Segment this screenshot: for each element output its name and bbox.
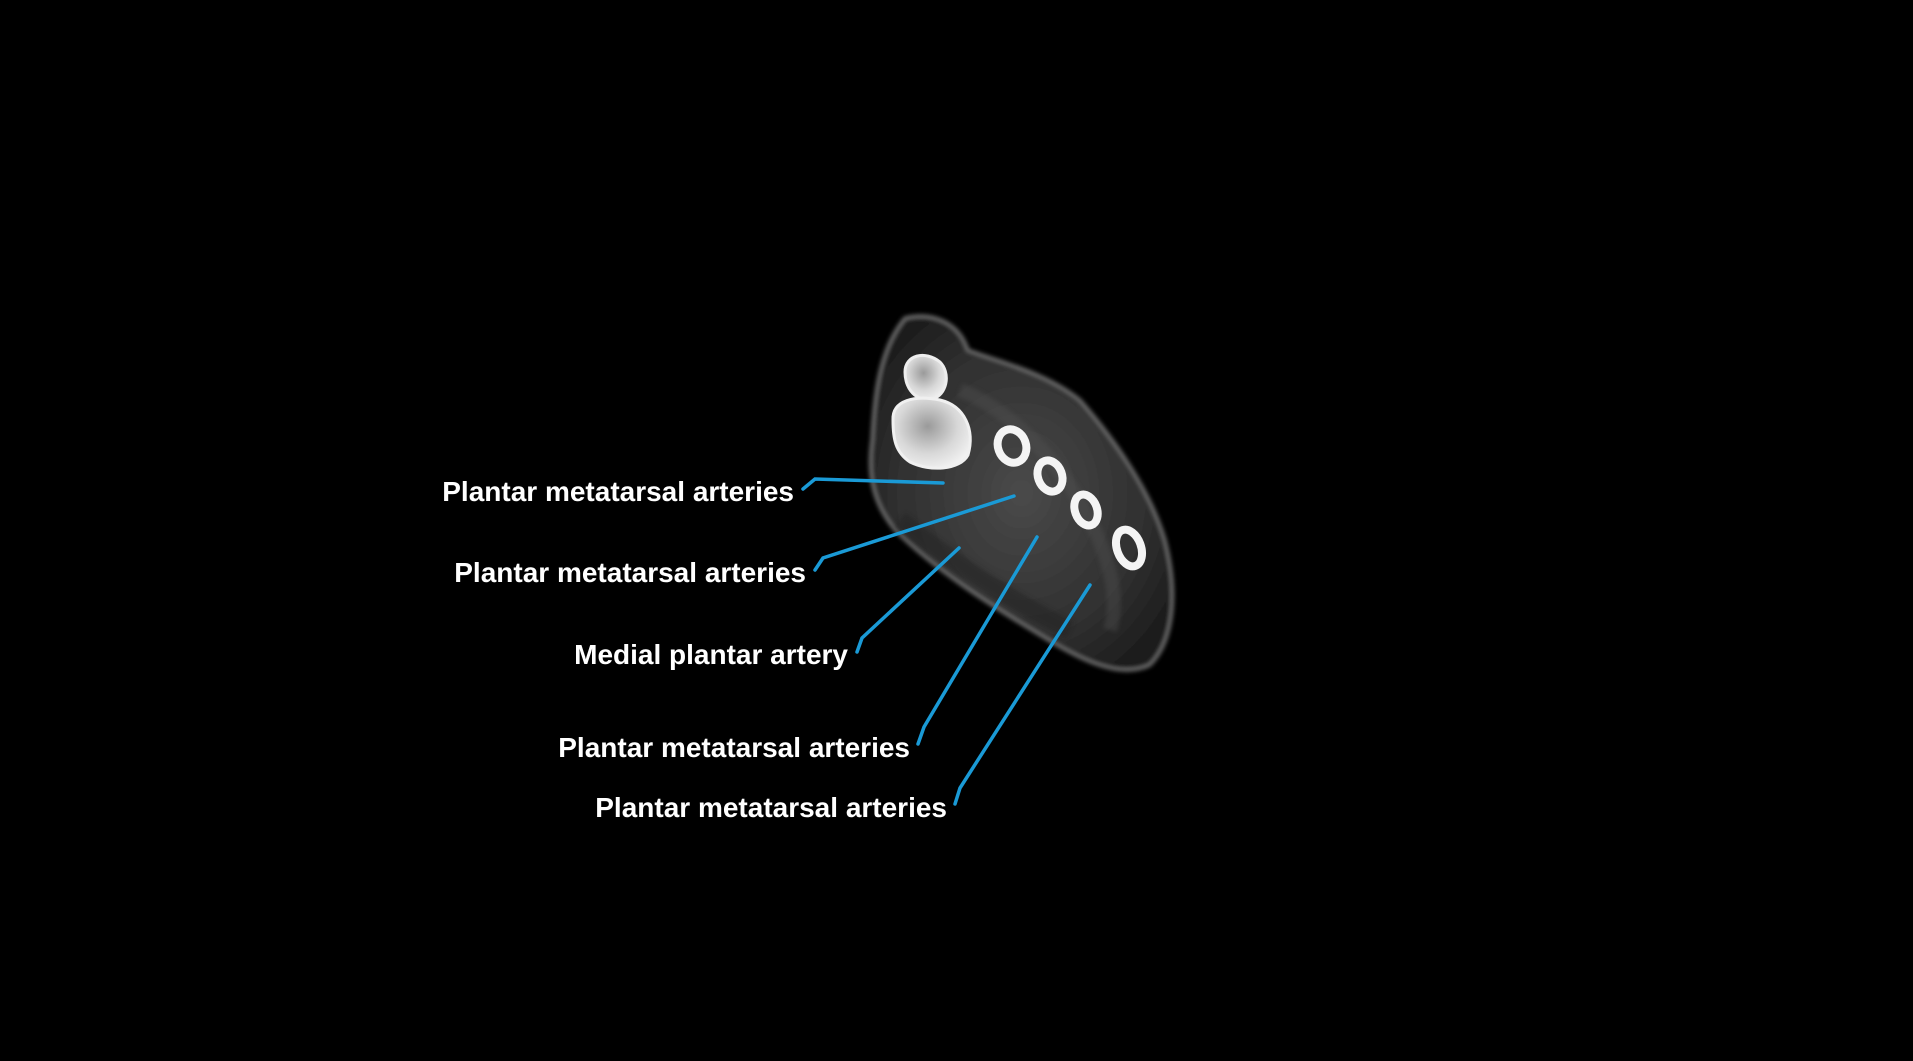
label-plantar-metatarsal-arteries-1: Plantar metatarsal arteries bbox=[442, 476, 794, 507]
metatarsal-bones-2-5 bbox=[993, 425, 1147, 571]
leader-line-4 bbox=[916, 535, 1039, 746]
label-plantar-metatarsal-arteries-2: Plantar metatarsal arteries bbox=[454, 557, 806, 588]
label-plantar-metatarsal-arteries-4: Plantar metatarsal arteries bbox=[595, 792, 947, 823]
label-plantar-metatarsal-arteries-3: Plantar metatarsal arteries bbox=[558, 732, 910, 763]
leader-line-2 bbox=[813, 494, 1016, 572]
leader-line-5 bbox=[953, 583, 1092, 806]
first-metatarsal-bone bbox=[891, 353, 972, 470]
leader-lines bbox=[801, 477, 1092, 806]
leader-line-3 bbox=[855, 546, 961, 654]
label-medial-plantar-artery: Medial plantar artery bbox=[574, 639, 848, 670]
leader-line-1 bbox=[801, 477, 945, 491]
